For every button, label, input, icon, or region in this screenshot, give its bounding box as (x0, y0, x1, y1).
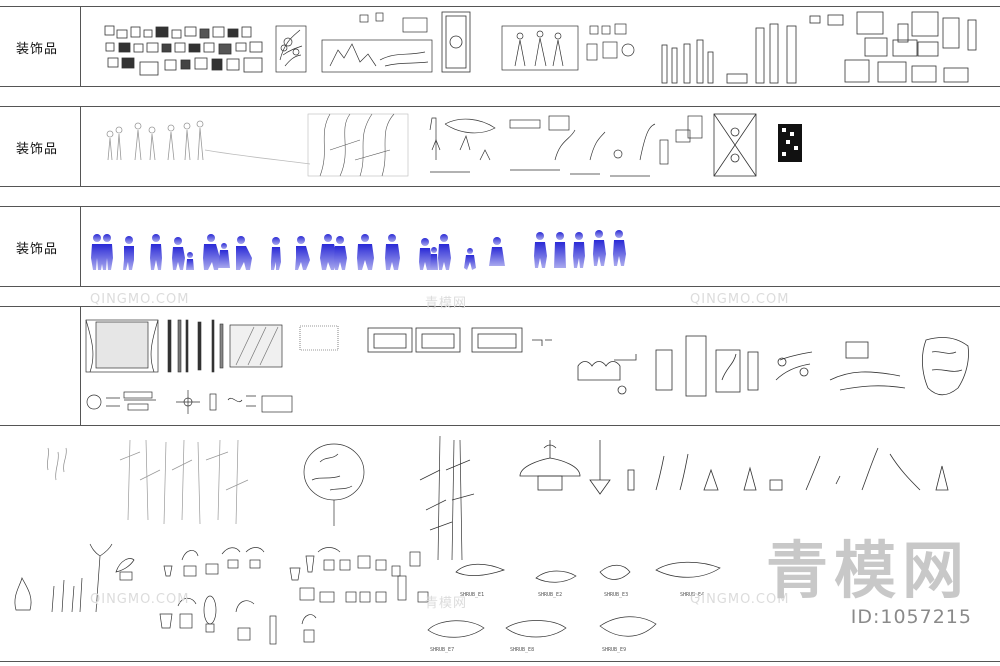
grid-line (0, 186, 1000, 187)
vertical-scroll-panel (441, 11, 471, 73)
gray-people-sketch (106, 120, 311, 165)
grid-line (0, 306, 1000, 307)
row-label: 装饰品 (16, 142, 59, 157)
framed-floral-painting (275, 25, 307, 73)
shrub-tag: SHRUB_E8 (510, 647, 534, 653)
grid-line (0, 86, 1000, 87)
grid-line (0, 425, 1000, 426)
grid-line (80, 6, 81, 86)
shrub-tags: SHRUB_E1 SHRUB_E2 SHRUB_E3 SHRUB_E4 SHRU… (430, 592, 704, 653)
dotted-panel (299, 325, 339, 351)
watermark-cn: 青模网 (425, 296, 468, 311)
row-label: 装饰品 (16, 242, 59, 257)
appliances-group (809, 11, 977, 83)
grid-line (80, 206, 81, 286)
elevation-panels (367, 327, 552, 353)
columns-group (661, 23, 797, 84)
sculpture-objects (429, 115, 703, 177)
bamboo-cluster (119, 439, 249, 525)
shrub-tag: SHRUB_E9 (602, 647, 626, 653)
gray-shrubs (47, 447, 67, 481)
grid-line (0, 6, 1000, 7)
watermark-big: 青模网 (765, 534, 970, 607)
potted-plants (14, 543, 429, 645)
landscape-painting (321, 12, 433, 73)
ornament-group (577, 335, 969, 397)
shrub-tag: SHRUB_E4 (680, 592, 704, 598)
shrub-tag: SHRUB_E2 (538, 592, 562, 598)
fountain (519, 440, 949, 495)
wood-grain-panel (307, 113, 409, 177)
watermark-en: QINGMO.COM (90, 592, 190, 607)
glass-panel (229, 324, 283, 368)
grid-line (80, 306, 81, 425)
small-frames (586, 23, 635, 61)
small-symbols (86, 390, 293, 414)
watermark-id: ID:1057215 (850, 606, 972, 628)
shrub-tag: SHRUB_E1 (460, 592, 484, 598)
curtain-window (85, 319, 159, 373)
people-silhouettes (91, 230, 626, 270)
figures-painting (501, 25, 579, 71)
checker-pattern (778, 124, 802, 162)
grid-line (0, 661, 1000, 662)
grid-line (0, 106, 1000, 107)
watermark-cn: 青模网 (425, 596, 468, 611)
bar-patterns (167, 319, 224, 373)
watermark-en: QINGMO.COM (90, 292, 190, 307)
grid-line (0, 286, 1000, 287)
bamboo-tall (419, 435, 475, 561)
decor-panel (713, 113, 757, 177)
round-tree (303, 443, 365, 526)
shrub-tag: SHRUB_E7 (430, 647, 454, 653)
row-label: 装饰品 (16, 42, 59, 57)
picture-frames-group (104, 25, 263, 76)
grid-line (0, 206, 1000, 207)
shrub-outlines (427, 561, 721, 638)
watermark-en: QINGMO.COM (690, 292, 790, 307)
watermark-en: QINGMO.COM (690, 592, 790, 607)
grid-line (80, 106, 81, 186)
shrub-tag: SHRUB_E3 (604, 592, 628, 598)
